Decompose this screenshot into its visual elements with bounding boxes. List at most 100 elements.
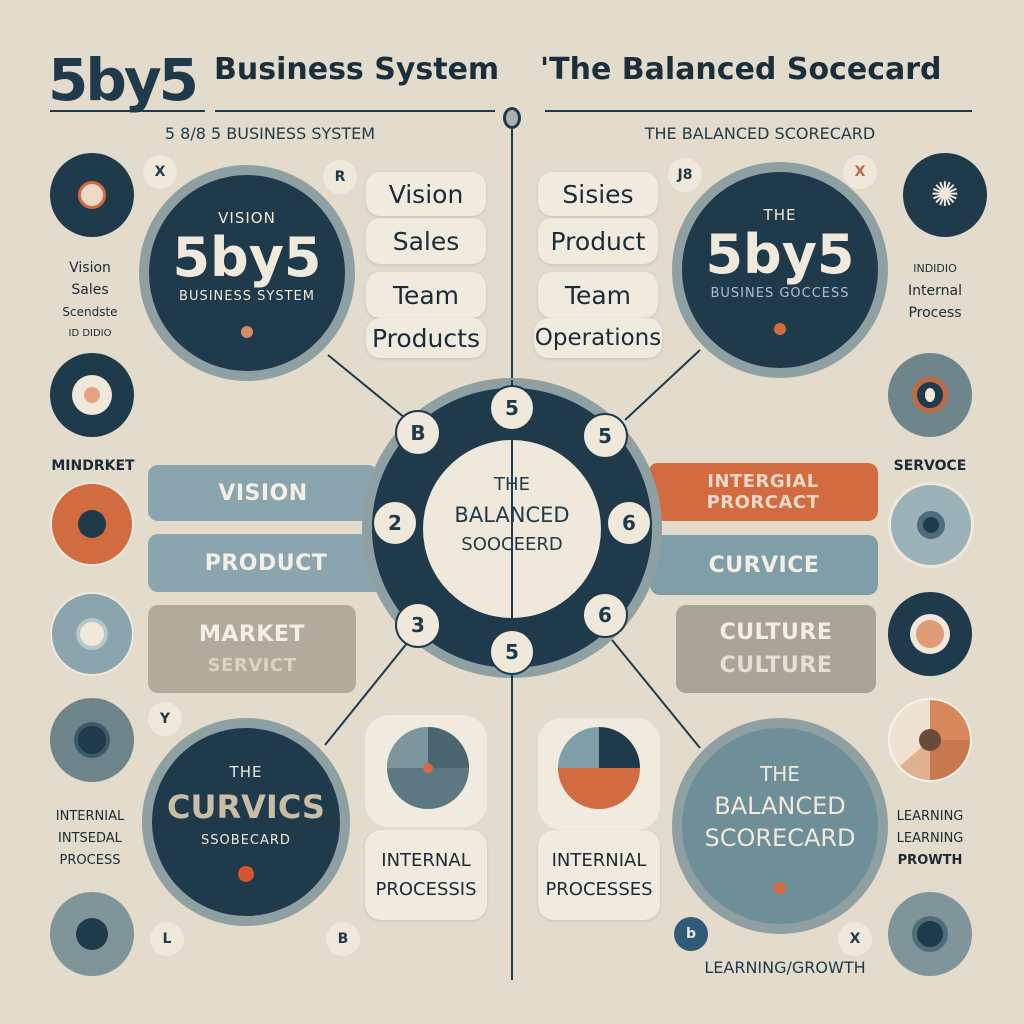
bar-label: INTERGIAL bbox=[707, 471, 819, 492]
dot-icon bbox=[774, 882, 786, 894]
mindrket-label: MINDRKET bbox=[51, 458, 135, 474]
label: INDIDIO bbox=[913, 262, 957, 275]
side-labels: INTERNIAL INTSEDAL PROCESS bbox=[40, 806, 140, 872]
divider bbox=[215, 110, 495, 112]
circle-line: BALANCED bbox=[714, 792, 846, 820]
pill-products: Products bbox=[366, 318, 486, 358]
scorecard-5by5-circle: THE 5by5 BUSINES GOCCESS bbox=[672, 162, 888, 378]
slate-target-icon bbox=[50, 592, 134, 676]
hub-line: BALANCED bbox=[454, 503, 570, 527]
bar-label: PRODUCT bbox=[204, 550, 328, 576]
circle-sub-label: BUSINES GOCCESS bbox=[710, 285, 850, 301]
mini-icon: Y bbox=[148, 702, 182, 736]
pill-sisies: Sisies bbox=[538, 172, 658, 216]
circle-sub-label: BUSINESS SYSTEM bbox=[179, 288, 315, 304]
mini-icon: B bbox=[326, 922, 360, 956]
target-icon bbox=[50, 153, 134, 237]
tile-line: PROCESSES bbox=[545, 879, 653, 900]
circle-top-label: THE bbox=[229, 762, 263, 781]
mini-icon: X bbox=[838, 922, 872, 956]
left-subtitle: 5 8/8 5 BUSINESS SYSTEM bbox=[164, 124, 376, 143]
hub-line: THE bbox=[494, 474, 530, 495]
hub-badge: 2 bbox=[372, 500, 418, 546]
pill-operations: Operations bbox=[534, 318, 662, 358]
side-labels: INDIDIO Internal Process bbox=[885, 258, 985, 324]
circle-main-label: CURVICS bbox=[167, 787, 325, 826]
bar-label: MARKET bbox=[199, 622, 305, 647]
mini-icon: X bbox=[843, 155, 877, 189]
circle-main-label: 5by5 bbox=[172, 225, 322, 289]
label: Process bbox=[908, 305, 962, 321]
label: PROWTH bbox=[897, 853, 963, 868]
product-bar: PRODUCT bbox=[148, 534, 384, 592]
pill-team: Team bbox=[366, 272, 486, 318]
hub-badge: 6 bbox=[606, 500, 652, 546]
hub-badge: B bbox=[395, 410, 441, 456]
mini-icon: L bbox=[150, 922, 184, 956]
circle-line: THE bbox=[760, 762, 800, 786]
curvics-circle: THE CURVICS SSOBECARD bbox=[142, 718, 350, 926]
pill-vision: Vision bbox=[366, 172, 486, 216]
dot-icon bbox=[241, 325, 253, 338]
culture-bar: CULTURE CULTURE bbox=[676, 605, 876, 693]
right-subtitle: THE BALANCED SCORECARD bbox=[644, 124, 876, 143]
label: Vision bbox=[69, 260, 111, 276]
bar-label: PRORCACT bbox=[706, 492, 820, 513]
pill-product: Product bbox=[538, 218, 658, 264]
dot-icon bbox=[774, 322, 786, 335]
curvice-bar: CURVICE bbox=[650, 535, 878, 595]
left-title: Business System bbox=[214, 52, 500, 87]
bar-label: SERVICT bbox=[207, 655, 297, 676]
learning-growth-label: LEARNING/GROWTH bbox=[704, 958, 866, 977]
hub-line: SOOCEERD bbox=[461, 534, 563, 555]
sun-icon: ✺ bbox=[903, 153, 987, 237]
internal-processis-tile: INTERNAL PROCESSIS bbox=[365, 830, 487, 920]
servoce-label: SERVOCE bbox=[893, 458, 967, 474]
pie-chart-icon bbox=[558, 727, 640, 809]
bar-label: CURVICE bbox=[708, 552, 820, 578]
circle-top-label: THE bbox=[763, 205, 797, 224]
side-labels: LEARNING LEARNING PROWTH bbox=[880, 806, 980, 872]
tile-line: PROCESSIS bbox=[375, 879, 477, 900]
mini-icon: J8 bbox=[668, 158, 702, 192]
circle-top-label: VISION bbox=[218, 208, 276, 227]
internal-processes-tile: INTERNIAL PROCESSES bbox=[538, 830, 660, 920]
circle-line: SCORECARD bbox=[704, 824, 856, 852]
business-system-circle: VISION 5by5 BUSINESS SYSTEM bbox=[139, 165, 355, 381]
bar-label: CULTURE bbox=[719, 653, 833, 678]
label: ID DIDIO bbox=[68, 328, 112, 339]
mini-icon: b bbox=[674, 917, 708, 951]
tile-line: INTERNAL bbox=[381, 850, 471, 871]
hub-badge: 3 bbox=[395, 602, 441, 648]
pill-team: Team bbox=[538, 272, 658, 318]
navy-target-icon bbox=[888, 592, 972, 676]
pill-sales: Sales bbox=[366, 218, 486, 264]
hub-title: THE BALANCED SOOCEERD bbox=[412, 470, 612, 560]
side-labels: Vision Sales Scendste ID DIDIO bbox=[45, 257, 135, 345]
tile-line: INTERNIAL bbox=[551, 850, 647, 871]
market-bar: MARKET SERVICT bbox=[148, 605, 356, 693]
slate-target-icon bbox=[50, 892, 134, 976]
bar-label: VISION bbox=[218, 480, 308, 506]
logo: 5by5 bbox=[48, 46, 199, 114]
circle-sub-label: SSOBECARD bbox=[201, 832, 291, 848]
gear-icon bbox=[888, 353, 972, 437]
mini-icon: R bbox=[323, 160, 357, 194]
label: INTERNIAL bbox=[55, 809, 125, 824]
label: LEARNING bbox=[896, 831, 964, 846]
divider bbox=[50, 110, 205, 112]
label: LEARNING bbox=[896, 809, 964, 824]
balanced-scorecard-circle: THE BALANCED SCORECARD bbox=[672, 718, 888, 934]
pin-icon bbox=[503, 107, 521, 129]
bar-label: CULTURE bbox=[719, 620, 833, 645]
hub-badge: 5 bbox=[582, 413, 628, 459]
label: INTSEDAL bbox=[58, 831, 122, 846]
orange-pie-icon bbox=[888, 698, 972, 782]
orange-target-icon bbox=[50, 482, 134, 566]
label: Scendste bbox=[62, 305, 118, 319]
hub-axis bbox=[511, 380, 513, 678]
hub-badge: 5 bbox=[489, 385, 535, 431]
right-title: 'The Balanced Socecard bbox=[540, 52, 942, 87]
slate-target-icon bbox=[888, 892, 972, 976]
target-icon bbox=[50, 353, 134, 437]
